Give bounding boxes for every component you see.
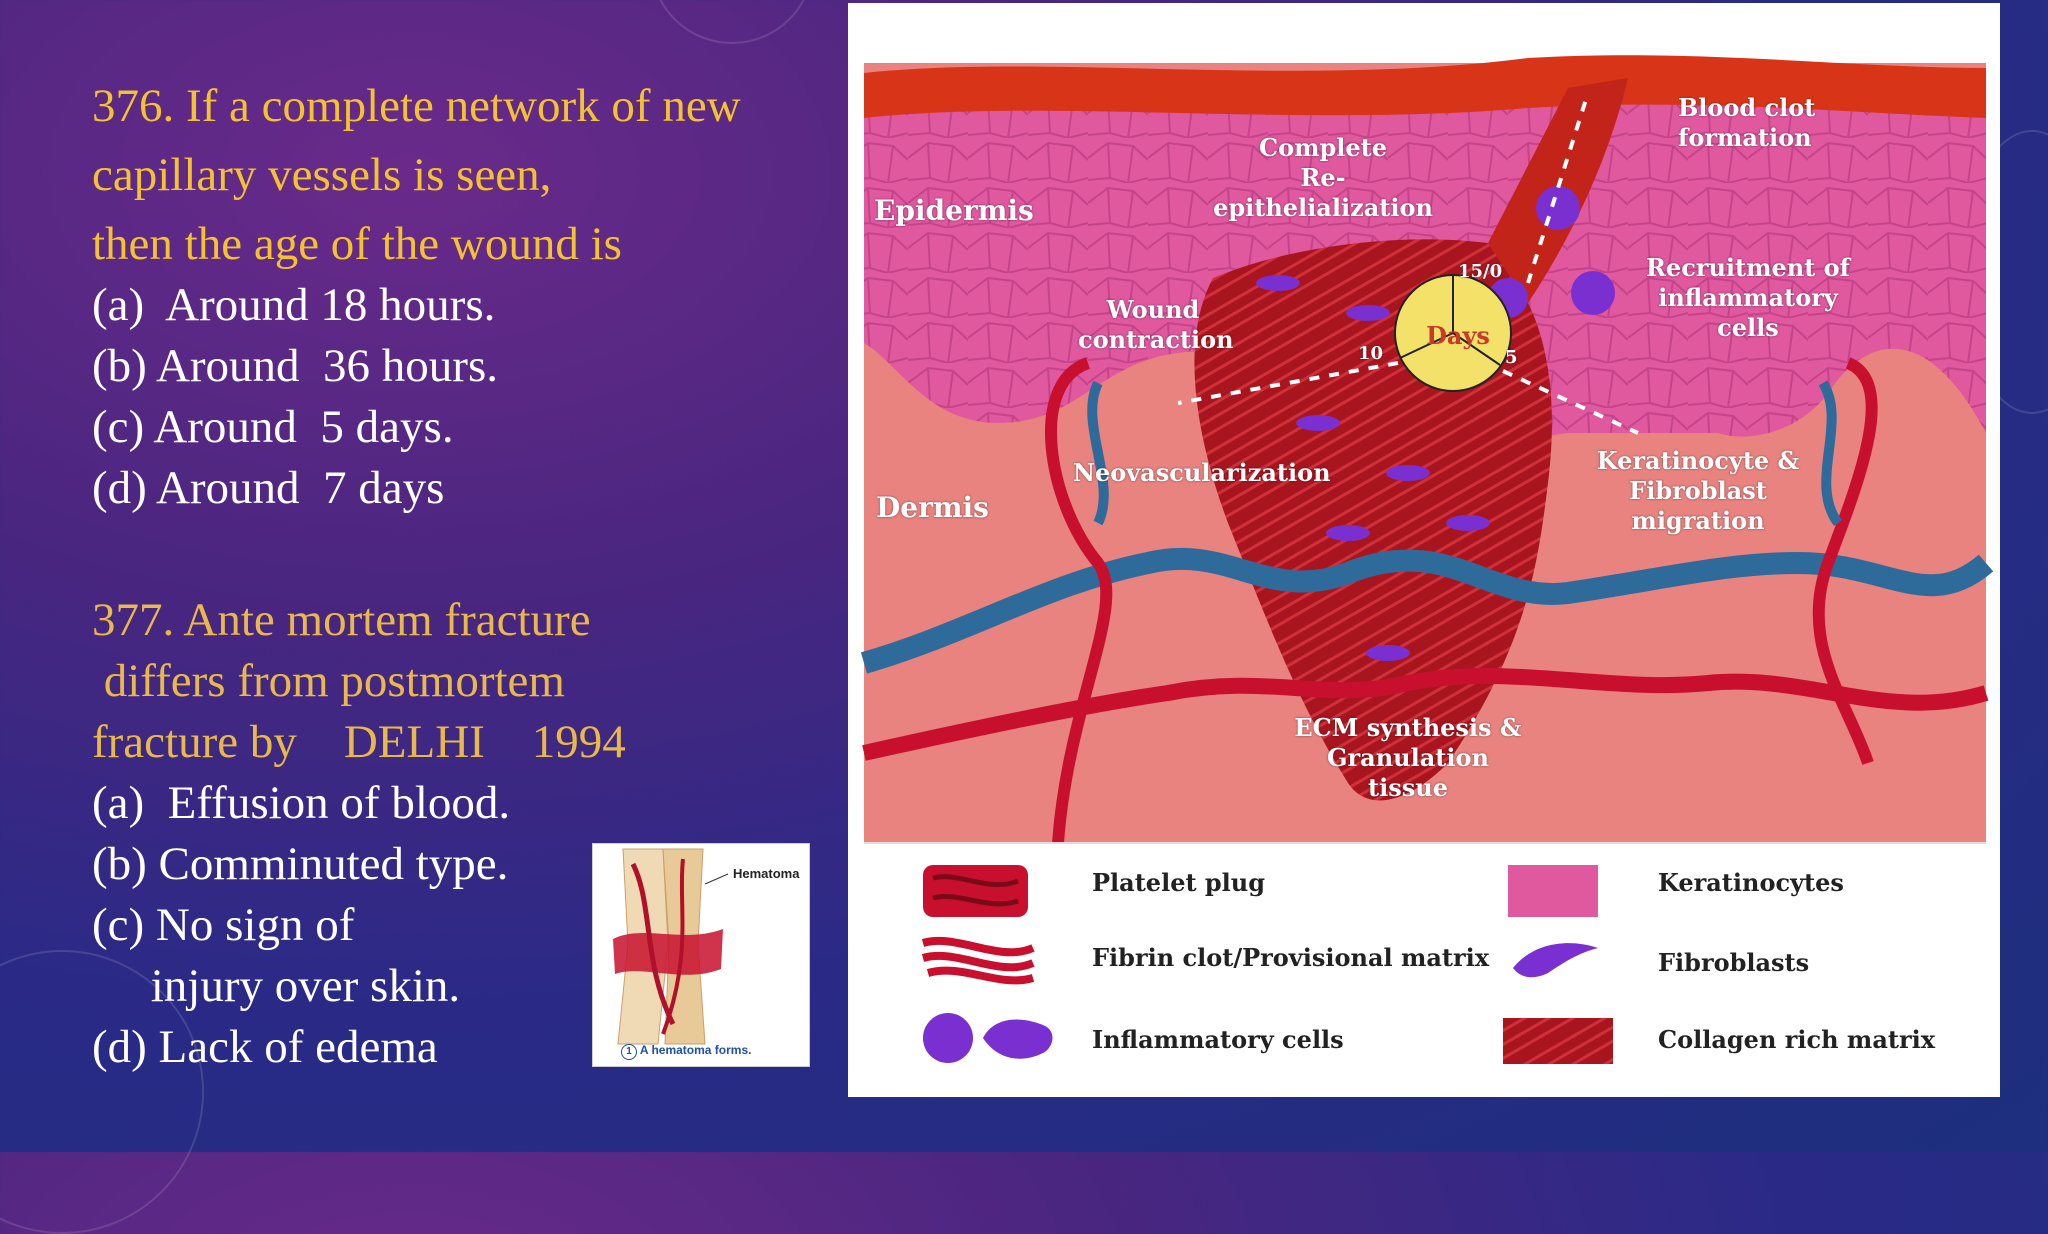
q376-option-b: (b) Around 36 hours.	[92, 340, 498, 392]
label-clot-line-2: formation	[1678, 123, 1812, 152]
label-migration: Keratinocyte & Fibroblast migration	[1568, 446, 1828, 536]
hematoma-caption: 1 A hematoma forms.	[621, 1043, 751, 1060]
question-376: 376. If a complete network of new capill…	[92, 76, 741, 519]
q377-option-c: (c) No sign of	[92, 899, 355, 951]
caption-text: A hematoma forms.	[639, 1043, 752, 1057]
bone-hematoma-illustration	[613, 848, 729, 1045]
label-epidermis: Epidermis	[874, 194, 1034, 227]
label-recruit-line-1: Recruitment of	[1645, 253, 1850, 282]
label-recruitment: Recruitment of inflammatory cells	[1628, 253, 1868, 343]
q377-option-b: (b) Comminuted type.	[92, 838, 509, 890]
diagram-artwork	[860, 55, 1994, 844]
q376-option-c: (c) Around 5 days.	[92, 401, 454, 453]
decor-circle-top	[650, 0, 814, 44]
label-ecm-line-1: ECM synthesis &	[1294, 713, 1522, 742]
hematoma-label: Hematoma	[733, 866, 800, 881]
caption-number-badge: 1	[621, 1044, 637, 1060]
label-wound-contraction: Wound contraction	[1078, 295, 1234, 355]
tick-5: 5	[1505, 347, 1518, 368]
q376-stem-line-3: then the age of the wound is	[92, 218, 622, 270]
q377-stem-line-1: 377. Ante mortem fracture	[92, 594, 591, 646]
q376-option-d: (d) Around 7 days	[92, 462, 445, 514]
legend-fibrin-clot: Fibrin clot/Provisional matrix	[1092, 943, 1490, 972]
label-migration-line-2: Fibroblast migration	[1629, 476, 1767, 535]
label-reepi-line-1: Complete	[1258, 133, 1388, 162]
label-clot-line-1: Blood clot	[1678, 93, 1816, 122]
hematoma-figure: Hematoma 1 A hematoma forms.	[592, 843, 810, 1067]
q376-stem-line-2: capillary vessels is seen,	[92, 149, 552, 201]
label-days: Days	[1426, 321, 1490, 350]
wound-healing-diagram: Epidermis Dermis Complete Re-epitheliali…	[848, 3, 2000, 1097]
label-contraction-line-2: contraction	[1078, 325, 1234, 354]
legend-keratinocytes: Keratinocytes	[1658, 868, 1844, 897]
q377-option-a: (a) Effusion of blood.	[92, 777, 511, 829]
legend-collagen-matrix: Collagen rich matrix	[1658, 1025, 1936, 1054]
q377-stem-line-2: differs from postmortem	[92, 655, 565, 707]
label-ecm-line-2: Granulation tissue	[1327, 743, 1489, 802]
q377-stem-line-3: fracture by DELHI 1994	[92, 716, 626, 768]
label-blood-clot: Blood clot formation	[1678, 93, 1818, 153]
tick-10: 10	[1358, 343, 1384, 364]
question-377: 377. Ante mortem fracture differs from p…	[92, 590, 626, 1078]
label-recruit-line-2: inflammatory cells	[1658, 283, 1838, 342]
q376-option-a: (a) Around 18 hours.	[92, 279, 496, 331]
legend-swatches	[921, 865, 1613, 1064]
label-dermis: Dermis	[876, 491, 989, 524]
label-neovascularization: Neovascularization	[1073, 458, 1331, 487]
legend-inflammatory-cells: Inflammatory cells	[1092, 1025, 1344, 1054]
legend-fibroblasts: Fibroblasts	[1658, 948, 1810, 977]
label-contraction-line-1: Wound	[1106, 295, 1200, 324]
q376-stem-line-1: 376. If a complete network of new	[92, 80, 741, 132]
label-ecm: ECM synthesis & Granulation tissue	[1288, 713, 1528, 803]
label-reepi-line-2: Re-epithelialization	[1213, 163, 1433, 222]
label-migration-line-1: Keratinocyte &	[1596, 446, 1800, 475]
q377-option-c-cont: injury over skin.	[92, 960, 461, 1012]
tick-15-0: 15/0	[1458, 261, 1503, 282]
q377-option-d: (d) Lack of edema	[92, 1021, 438, 1073]
legend-platelet-plug: Platelet plug	[1092, 868, 1266, 897]
label-reepithelialization: Complete Re-epithelialization	[1203, 133, 1443, 223]
